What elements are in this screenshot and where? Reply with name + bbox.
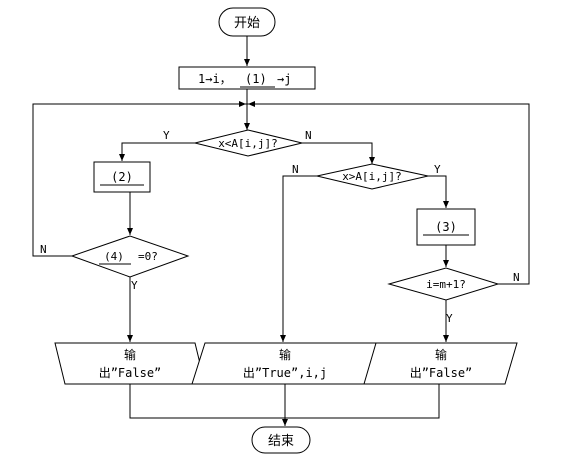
edge-label-greater-no: N <box>292 163 299 176</box>
end-terminal: 结束 <box>251 426 311 454</box>
loop-cond4-no <box>32 103 247 257</box>
decision-4-tail: =0? <box>138 250 158 263</box>
blank-1: (1) <box>245 72 267 86</box>
edge-label-greater-yes: Y <box>434 163 441 176</box>
output-1-line1: 输 <box>124 347 136 362</box>
edge-label-4-yes: Y <box>131 279 138 292</box>
output-true: 输 出”True”,i,j <box>191 342 381 385</box>
edge-label-im-no: N <box>513 271 520 284</box>
output-3-line1: 输 <box>435 347 447 362</box>
arrow-greater-no <box>280 175 317 342</box>
output-false-right: 输 出”False” <box>363 342 518 385</box>
process-box-2: (2) <box>93 161 151 193</box>
decision-4: (4) =0? <box>70 235 190 278</box>
line-out1-join <box>129 384 285 419</box>
connectors <box>32 36 530 426</box>
output-2-line2: 出”True”,i,j <box>243 366 327 380</box>
init-label-a: 1→i， <box>198 72 232 86</box>
decision-greater-label: x>A[i,j]? <box>342 170 402 183</box>
arrow-greater-yes <box>428 175 449 208</box>
decision-im-label: i=m+1? <box>426 278 466 291</box>
blank-4: (4) <box>104 250 124 263</box>
output-2-line1: 输 <box>279 347 291 362</box>
init-label-b: →j <box>277 72 291 86</box>
output-3-line2: 出”False” <box>410 366 473 380</box>
blank-3: (3) <box>435 220 457 234</box>
decision-less-label: x<A[i,j]? <box>218 137 278 150</box>
blank-2: (2) <box>111 170 133 184</box>
output-1-line2: 出”False” <box>99 366 162 380</box>
line-out3-join <box>285 384 440 419</box>
process-box-3: (3) <box>416 208 476 246</box>
arrow-less-yes <box>119 142 195 161</box>
edge-label-im-yes: Y <box>446 312 453 325</box>
decision-greater: x>A[i,j]? <box>316 163 429 190</box>
start-label: 开始 <box>234 16 260 31</box>
edge-label-less-no: N <box>305 129 312 142</box>
end-label: 结束 <box>268 434 294 449</box>
edge-label-4-no: N <box>40 243 47 256</box>
decision-im: i=m+1? <box>387 267 500 301</box>
arrow-less-no <box>302 142 375 164</box>
decision-less: x<A[i,j]? <box>194 129 303 157</box>
edge-label-less-yes: Y <box>163 129 170 142</box>
start-terminal: 开始 <box>218 7 276 37</box>
init-process-box: 1→i， (1) →j <box>178 66 316 90</box>
loop-im-no <box>247 103 530 285</box>
output-false-left: 输 出”False” <box>54 342 206 385</box>
